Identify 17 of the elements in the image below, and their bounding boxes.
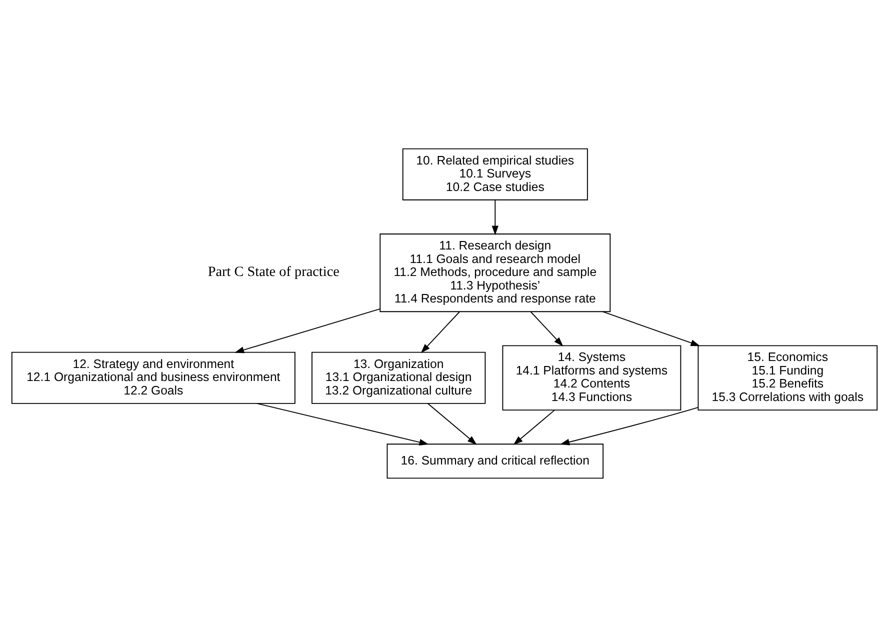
- arrow: [256, 402, 429, 445]
- arrow: [602, 310, 700, 346]
- label: Part C State of practice: [208, 264, 340, 280]
- node-box: 16. Summary and critical reflection: [386, 443, 604, 478]
- node-box: 12. Strategy and environment 12.1 Organizational and business environment 12.2 Goals: [11, 351, 296, 404]
- node-box: 14. Systems 14.1 Platforms and systems 14.2 Contents 14.3 Functions: [502, 344, 682, 410]
- arrow: [234, 308, 380, 353]
- arrow: [530, 310, 564, 346]
- node-box: 13. Organization 13.1 Organizational design 13.2 Organizational culture: [312, 351, 486, 404]
- arrow: [492, 198, 498, 235]
- arrow: [560, 406, 699, 445]
- node-box: 11. Research design 11.1 Goals and research model 11.2 Methods, procedure and sample 11.3 Hypothesis’ 11.4 Respondents and response rate: [380, 233, 611, 312]
- arrow: [513, 409, 556, 444]
- arrow: [427, 402, 477, 444]
- arrow: [420, 310, 460, 353]
- node-box: 10. Related empirical studies 10.1 Surveys 10.2 Case studies: [402, 148, 588, 200]
- node-box: 15. Economics 15.1 Funding 15.2 Benefits 15.3 Correlations with goals: [698, 344, 878, 410]
